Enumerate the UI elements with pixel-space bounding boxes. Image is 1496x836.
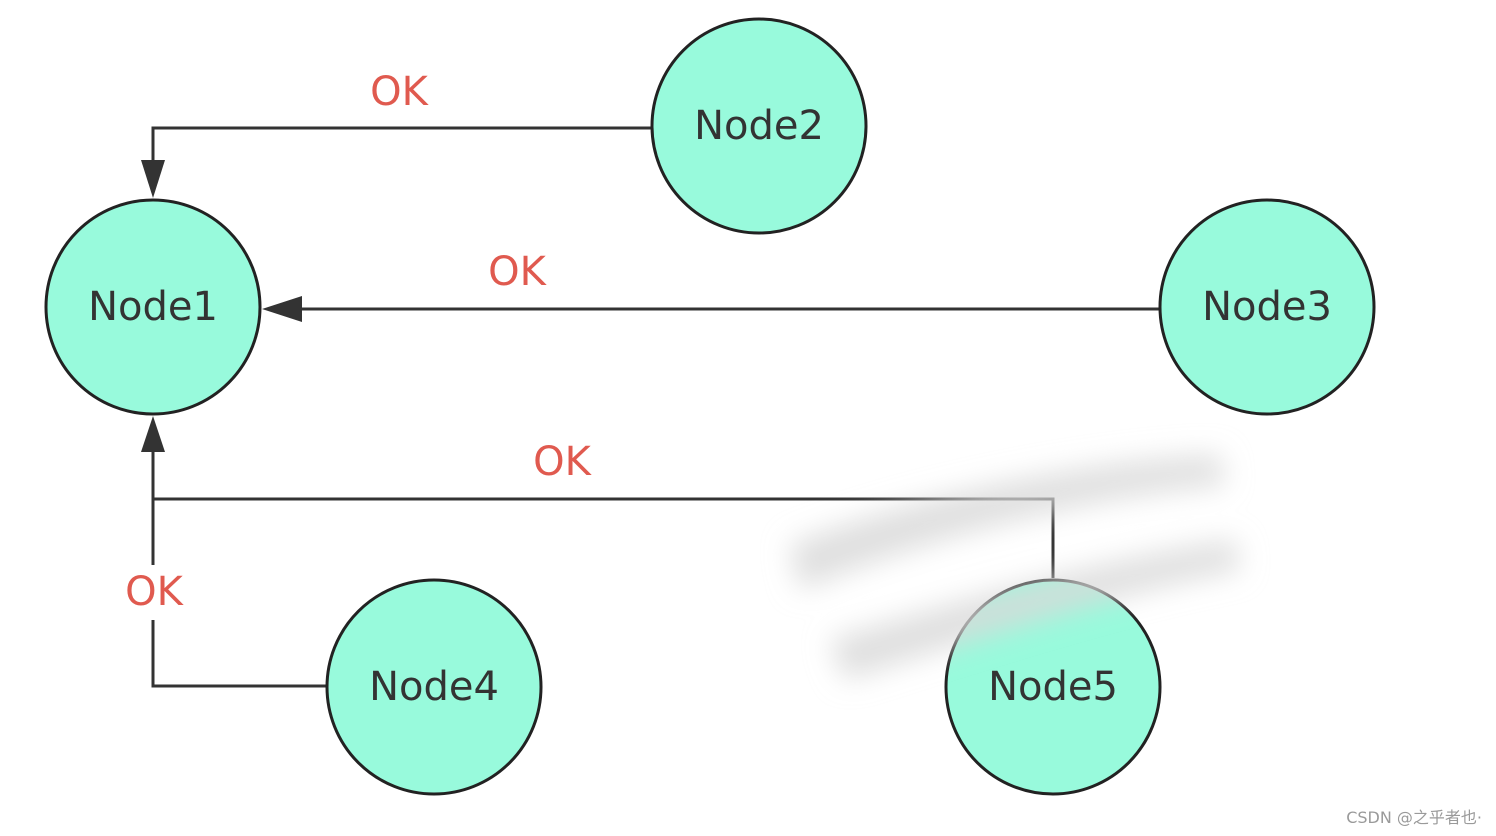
node-2: Node2 xyxy=(650,17,868,235)
edge-label-node2: OK xyxy=(370,69,429,115)
node-1-label: Node1 xyxy=(88,284,218,330)
node-2-label: Node2 xyxy=(694,103,824,149)
watermark-text: CSDN @之乎者也· xyxy=(1346,808,1482,827)
arrowhead-icon xyxy=(141,160,165,198)
edge-label-node5: OK xyxy=(533,439,592,485)
edge-node4-to-node1 xyxy=(151,499,327,688)
node-5-label: Node5 xyxy=(988,664,1118,710)
edge-label-node3: OK xyxy=(488,249,547,295)
redaction-smudge xyxy=(790,455,1240,680)
node-1: Node1 xyxy=(44,198,262,416)
arrowhead-icon xyxy=(141,416,165,452)
edge-node2-to-node1 xyxy=(141,126,652,198)
edge-node5-to-node1 xyxy=(141,416,1055,578)
arrowhead-icon xyxy=(262,296,302,322)
edge-node3-to-node1 xyxy=(262,296,1160,322)
node-3-label: Node3 xyxy=(1202,284,1332,330)
node-4-label: Node4 xyxy=(369,664,499,710)
edge-label-node4: OK xyxy=(125,569,184,615)
node-3: Node3 xyxy=(1158,198,1376,416)
node-4: Node4 xyxy=(325,578,543,796)
